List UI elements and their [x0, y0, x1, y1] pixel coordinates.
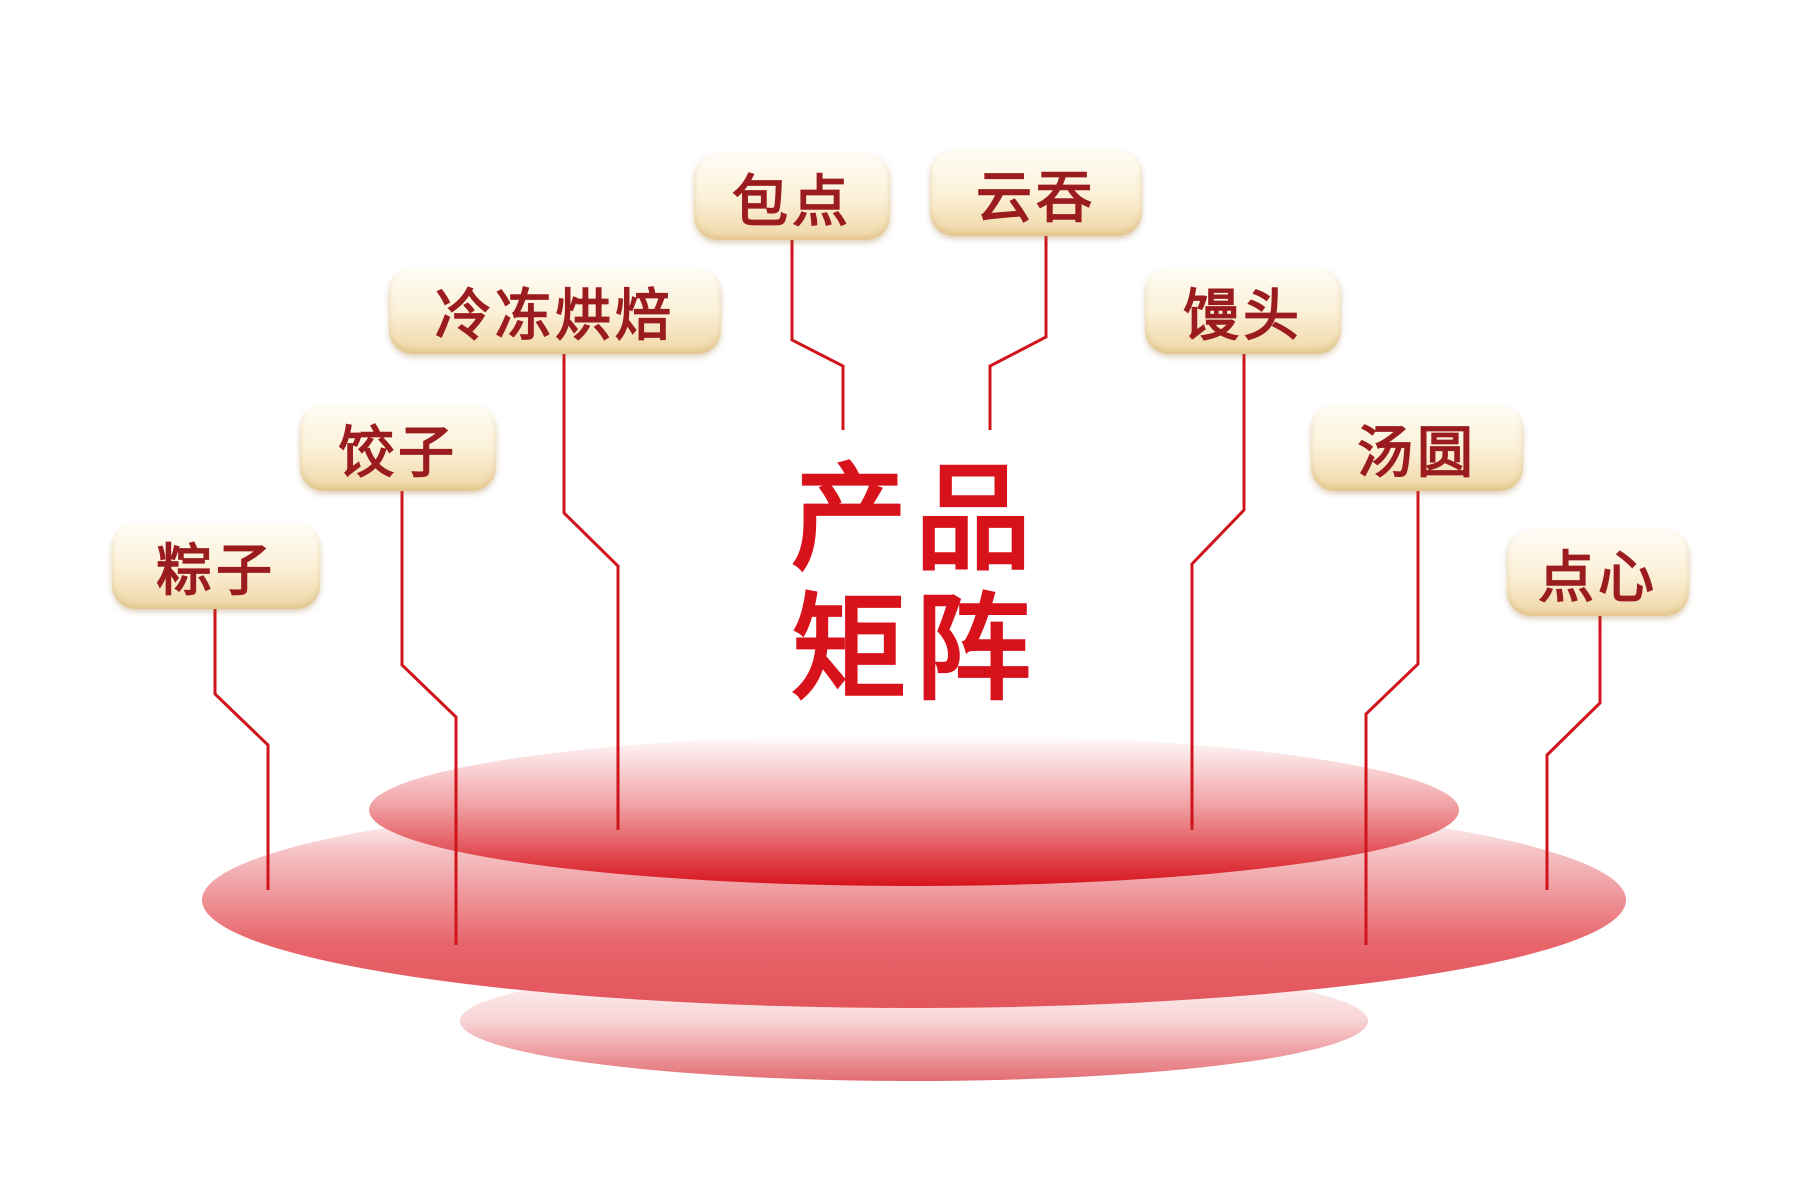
connector-yuntun [988, 236, 1048, 430]
connector-dianxin [1545, 616, 1602, 890]
product-label-tangyuan: 汤圆 [1311, 405, 1523, 491]
diagram-title: 产品 矩阵 [780, 455, 1050, 715]
connector-zongzi [213, 609, 270, 890]
connector-baodian [790, 240, 845, 430]
product-label-lengdong-hongbei: 冷冻烘焙 [389, 268, 721, 354]
product-label-zongzi: 粽子 [112, 523, 320, 609]
podium-top-disc [369, 734, 1459, 886]
title-line-2: 矩阵 [791, 582, 1039, 717]
product-label-mantou: 馒头 [1145, 268, 1341, 354]
connector-mantou [1190, 354, 1246, 830]
connector-lengdong-hongbei [562, 354, 620, 830]
product-label-jiaozi: 饺子 [300, 405, 496, 491]
connector-tangyuan [1364, 491, 1420, 945]
product-label-yuntun: 云吞 [930, 150, 1142, 236]
podium [202, 734, 1626, 1081]
connector-jiaozi [400, 491, 458, 945]
title-line-1: 产品 [791, 452, 1039, 587]
connectors [213, 236, 1602, 945]
product-label-dianxin: 点心 [1507, 530, 1689, 616]
product-label-baodian: 包点 [694, 154, 890, 240]
